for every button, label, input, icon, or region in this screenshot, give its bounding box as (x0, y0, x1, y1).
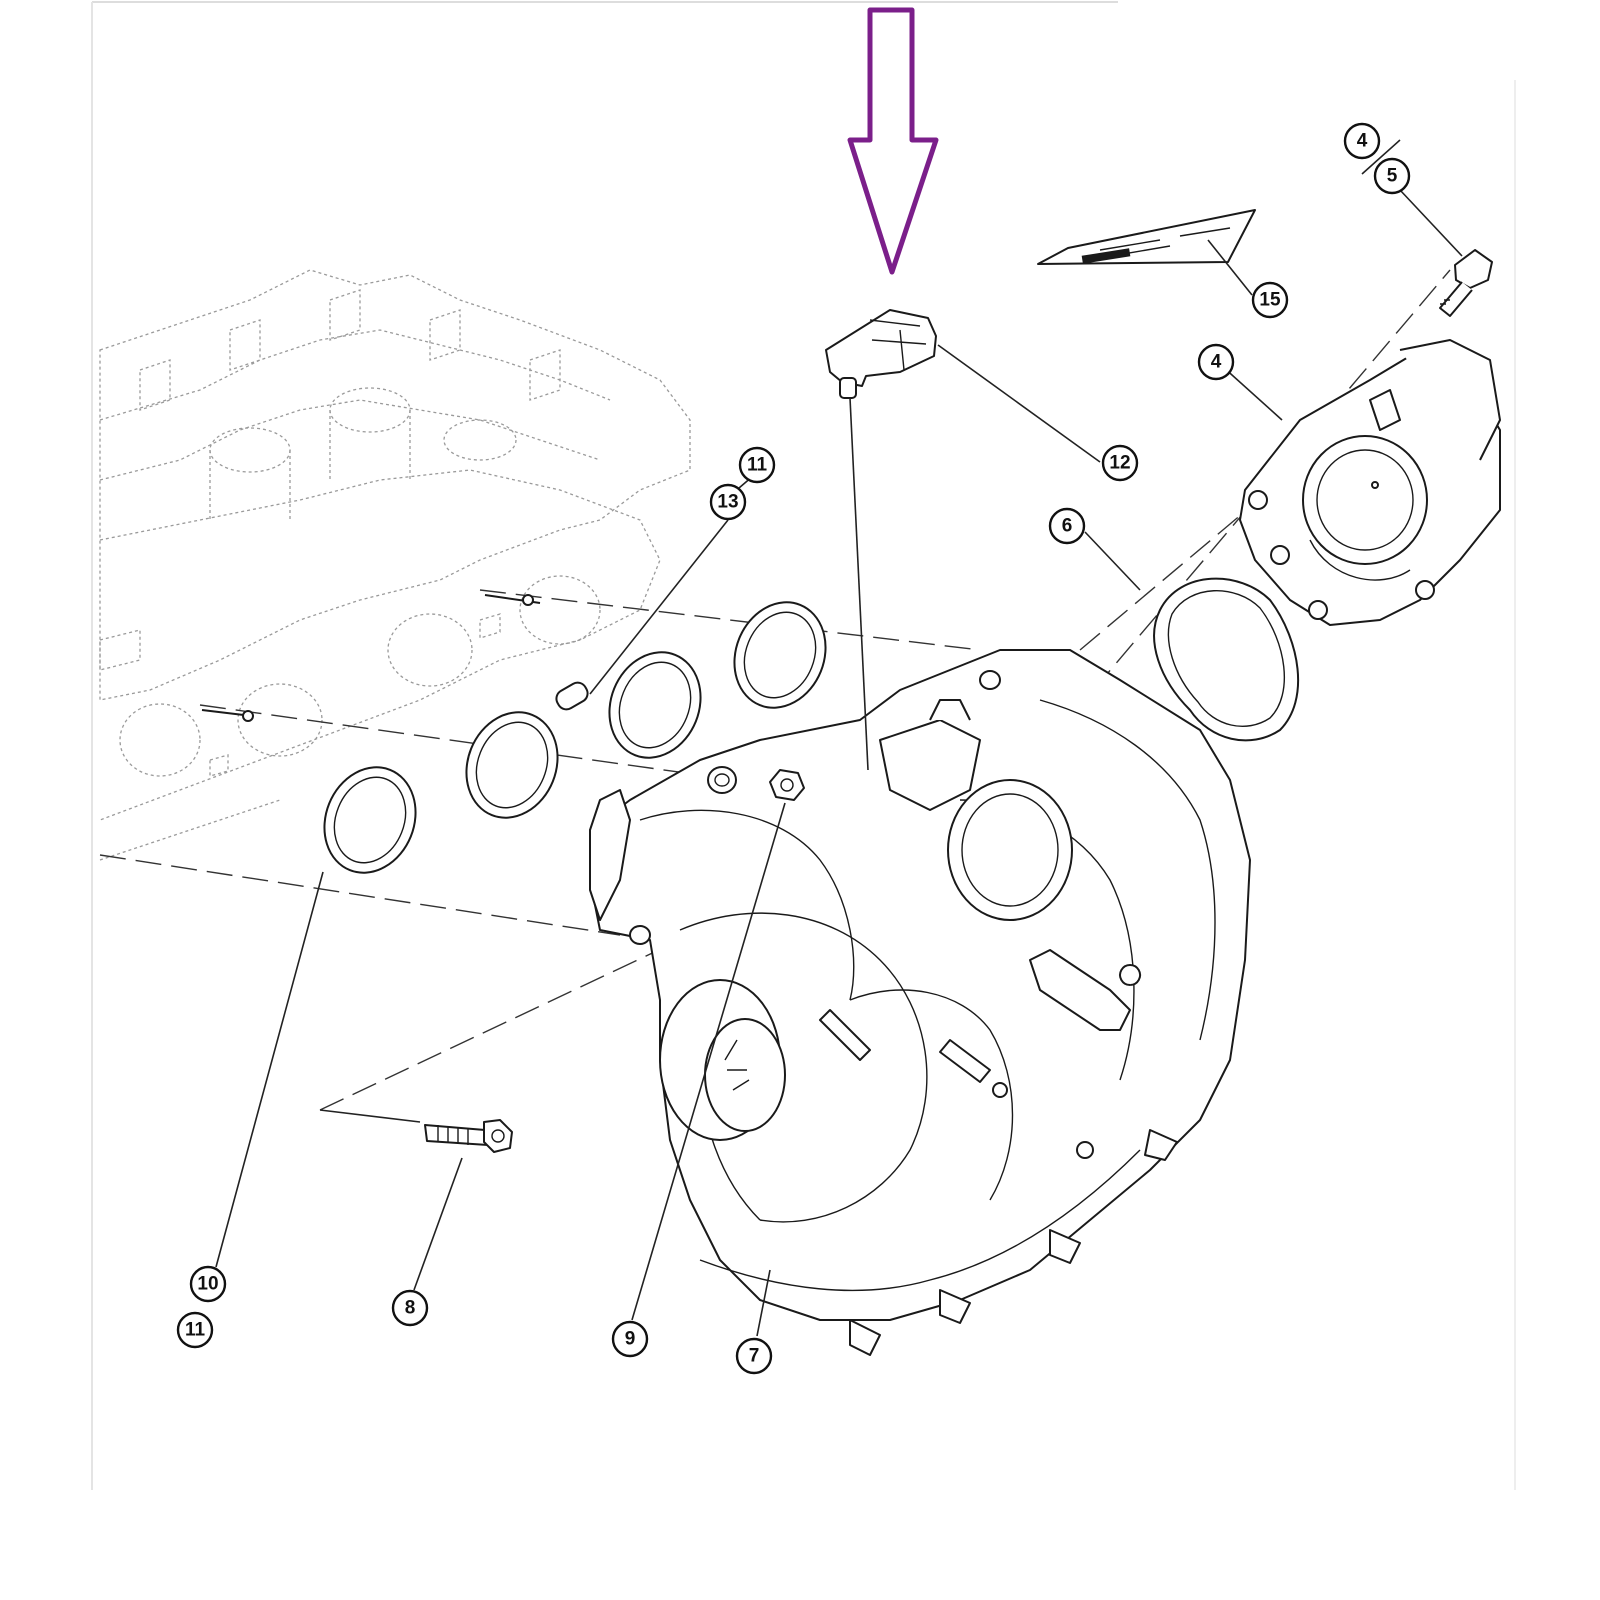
callout-label: 11 (185, 1320, 206, 1341)
callout-8: 8 (391, 1289, 429, 1327)
callout-4-throttle-bolt: 4 (1343, 122, 1381, 160)
callout-markers: 4 5 15 4 12 11 13 6 (176, 122, 1411, 1375)
callout-4-throttle-body: 4 (1197, 343, 1235, 381)
callout-label: 4 (1211, 352, 1222, 373)
intake-gaskets (323, 601, 827, 874)
callout-11-bottom: 11 (176, 1311, 214, 1349)
callout-label: 8 (405, 1298, 416, 1319)
throttle-body-gasket (1153, 577, 1300, 742)
callout-label: 15 (1259, 290, 1281, 311)
callout-label: 12 (1109, 453, 1130, 474)
highlight-arrow (847, 7, 939, 275)
callout-label: 9 (625, 1329, 636, 1350)
callout-11-top: 11 (738, 446, 776, 484)
map-sensor (825, 309, 981, 811)
callout-label: 5 (1387, 166, 1398, 187)
leader-lines (215, 139, 1463, 1337)
callout-7: 7 (735, 1337, 773, 1375)
callout-label: 13 (717, 492, 738, 513)
frame-lines (91, 1, 1516, 1490)
callout-9: 9 (611, 1320, 649, 1358)
throttle-bolt (1439, 249, 1493, 317)
callout-label: 10 (197, 1274, 218, 1295)
cylinder-head-ghost (99, 269, 691, 861)
manifold-bolt (424, 1119, 513, 1153)
throttle-body (1239, 339, 1501, 626)
callout-label: 11 (747, 455, 768, 476)
callout-12: 12 (1101, 444, 1139, 482)
callout-6: 6 (1048, 507, 1086, 545)
callout-10: 10 (189, 1265, 227, 1303)
manifold-studs (201, 594, 805, 801)
callout-15: 15 (1251, 281, 1289, 319)
callout-label: 6 (1062, 516, 1073, 537)
callout-5: 5 (1373, 157, 1411, 195)
emission-label (1037, 209, 1256, 265)
callout-13: 13 (709, 483, 747, 521)
intake-manifold (589, 649, 1251, 1356)
callout-label: 7 (749, 1346, 760, 1367)
callout-label: 4 (1357, 131, 1368, 152)
